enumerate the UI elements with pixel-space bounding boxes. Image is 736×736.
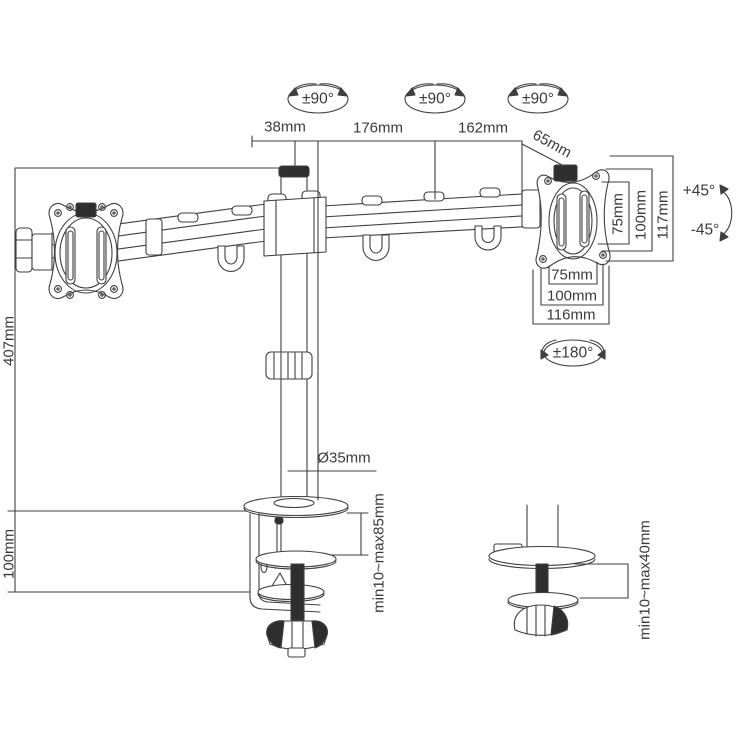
dimension-lines [7, 135, 674, 599]
angle-marks [287, 83, 733, 367]
dim-vesa-height-label: 100mm [632, 189, 650, 241]
dim-vesa-width-label: 100mm [546, 287, 598, 305]
right-vesa-plate [535, 164, 611, 269]
dim-pole-diameter-label: Ø35mm [317, 449, 371, 467]
grommet-mount [488, 504, 596, 637]
pole-clamp [263, 190, 327, 257]
dim-pole-height-label: 407mm [0, 315, 18, 367]
dim-vesa-slot-height-label: 75mm [609, 193, 627, 235]
dim-clamp-height-label: 100mm [0, 528, 18, 580]
dim-pole-offset-label: 38mm [264, 118, 306, 136]
dim-plate-height-label: 117mm [654, 190, 672, 240]
right-arm [321, 187, 541, 239]
dim-grommet-range-label: min10~max40mm [636, 520, 654, 640]
pole-collar [265, 351, 313, 380]
left-vesa-plate [48, 202, 124, 300]
swivel-angle-label-2: ±90° [419, 90, 451, 108]
tilt-up-label: +45° [682, 182, 716, 200]
dim-plate-width-label: 116mm [546, 306, 596, 324]
tilt-down-label: -45° [690, 221, 720, 239]
cable-clips [217, 225, 502, 273]
rotation-angle-label: ±180° [552, 344, 594, 362]
screw-holes [54, 203, 118, 299]
dim-arm1-label: 176mm [352, 119, 404, 137]
dim-clamp-range-label: min10~max85mm [370, 493, 388, 613]
dim-vesa-slot-width-label: 75mm [551, 266, 593, 284]
dim-arm2-label: 162mm [457, 119, 509, 137]
swivel-angle-label-1: ±90° [302, 90, 334, 108]
left-tilt-joint [15, 227, 55, 273]
swivel-angle-label-3: ±90° [522, 90, 554, 108]
screw-holes [539, 172, 607, 263]
desk-clamp [243, 495, 349, 658]
